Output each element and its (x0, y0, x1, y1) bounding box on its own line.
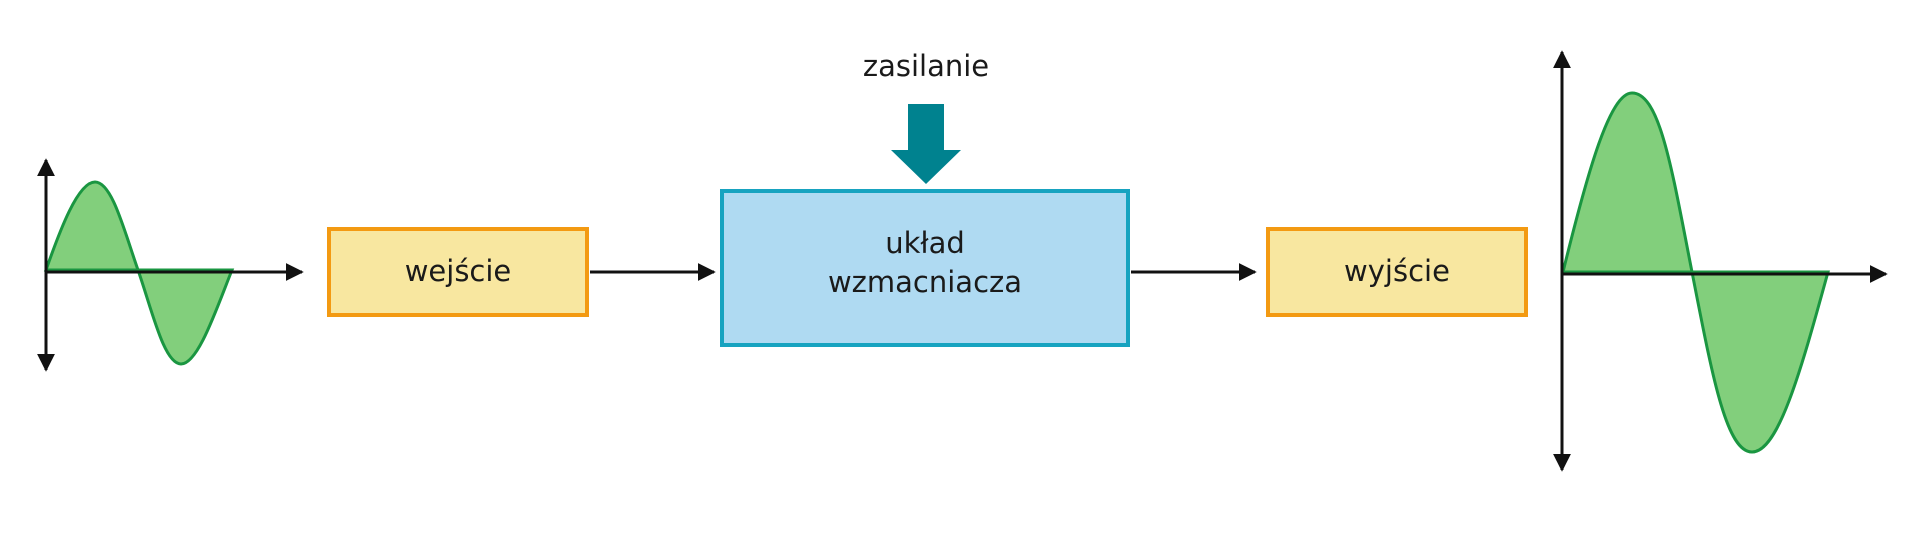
input-signal-graph (37, 158, 304, 372)
amplifier-label-line2: wzmacniacza (828, 265, 1022, 299)
amplifier-label-line1: układ (885, 226, 965, 260)
output-block: wyjście (1266, 227, 1528, 317)
output-signal-graph (1553, 50, 1888, 472)
input-block: wejście (327, 227, 589, 317)
power-arrow-icon (891, 104, 961, 184)
output-label: wyjście (1344, 254, 1450, 288)
amplifier-block: układ wzmacniacza (720, 189, 1130, 347)
input-sine-wave (43, 180, 235, 366)
input-label: wejście (405, 254, 512, 288)
power-label: zasilanie (863, 49, 989, 83)
